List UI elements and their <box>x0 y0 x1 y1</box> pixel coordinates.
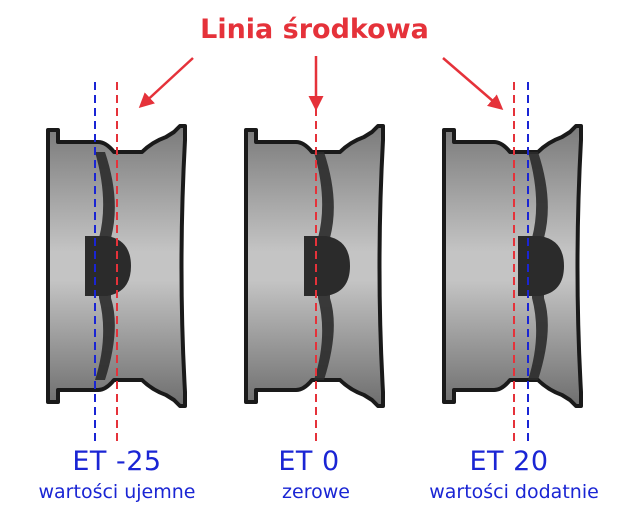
wheel-1-hub-mount <box>85 236 99 296</box>
wheel-1-description: wartości ujemne <box>38 481 196 503</box>
wheel-3-hub-mount <box>518 236 532 296</box>
wheel-2-description: zerowe <box>282 481 350 503</box>
wheel-1-et-label: ET -25 <box>72 446 162 477</box>
wheel-1-hub-dome <box>97 236 131 296</box>
arrow-right <box>442 57 504 110</box>
wheel-3-description: wartości dodatnie <box>429 481 599 503</box>
wheel-2-hub-dome <box>316 236 350 296</box>
wheel-2-hub-mount <box>304 236 318 296</box>
wheel-3-et-label: ET 20 <box>469 446 549 477</box>
wheel-2-et-label: ET 0 <box>278 446 340 477</box>
arrow-left <box>138 57 194 109</box>
centerline-title: Linia środkowa <box>200 14 429 45</box>
wheel-3-hub-dome <box>530 236 564 296</box>
